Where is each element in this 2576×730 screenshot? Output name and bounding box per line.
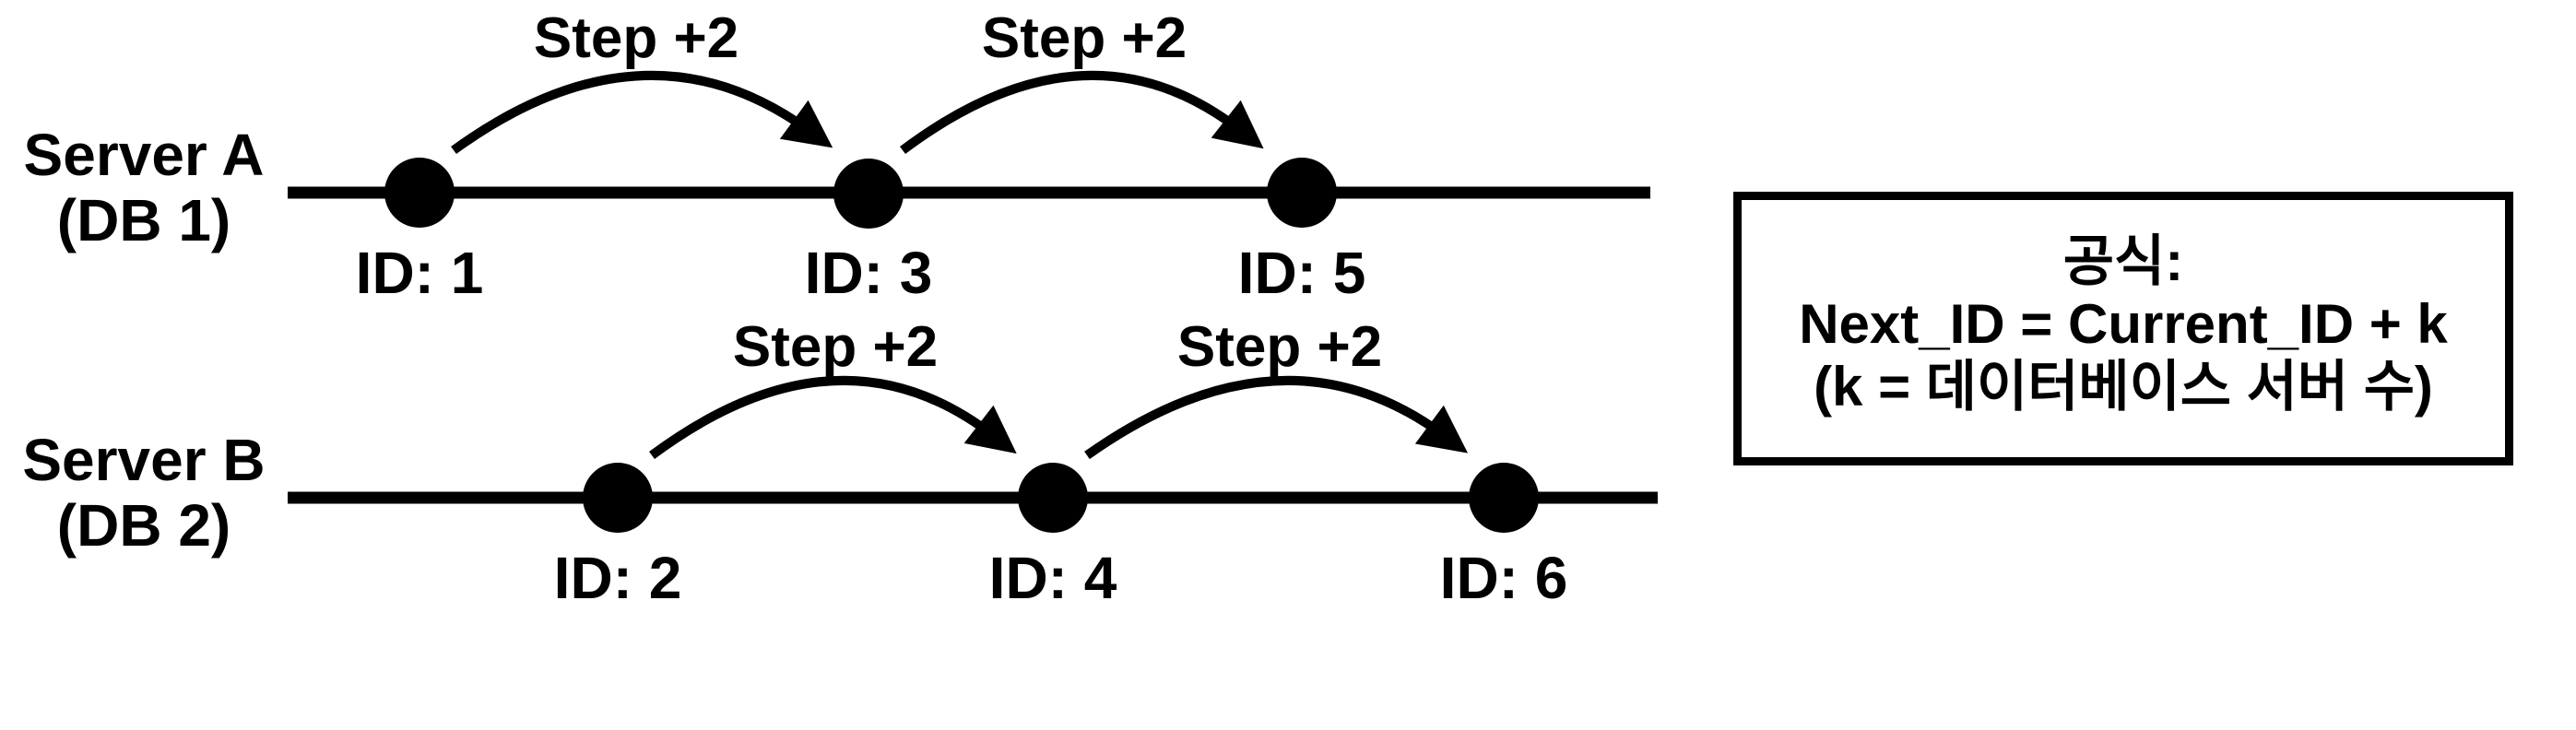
timeline-b-db: (DB 2) xyxy=(56,492,231,559)
timeline-b-name: Server B xyxy=(22,427,266,493)
formula-expression: Next_ID = Current_ID + k xyxy=(1799,292,2448,355)
step-label-a1: Step +2 xyxy=(533,6,739,70)
event-label-b3: ID: 6 xyxy=(1439,545,1568,611)
event-label-b1: ID: 2 xyxy=(553,545,682,611)
timeline-b-label: Server B (DB 2) xyxy=(0,428,291,559)
event-dot-a3 xyxy=(1267,158,1337,228)
event-label-b2: ID: 4 xyxy=(988,545,1117,611)
step-label-b2: Step +2 xyxy=(1176,315,1383,379)
event-label-a2: ID: 3 xyxy=(804,240,933,306)
formula-box: 공식: Next_ID = Current_ID + k (k = 데이터베이스… xyxy=(1733,192,2513,465)
timeline-a-label: Server A (DB 1) xyxy=(0,123,291,253)
event-label-a3: ID: 5 xyxy=(1237,240,1366,306)
formula-note: (k = 데이터베이스 서버 수) xyxy=(1814,355,2433,418)
step-arc-a2 xyxy=(899,70,1264,154)
step-arc-a1 xyxy=(451,70,833,155)
step-arc-b2 xyxy=(1084,375,1469,460)
event-dot-a1 xyxy=(384,158,455,228)
event-dot-b3 xyxy=(1469,463,1539,533)
event-dot-b1 xyxy=(583,463,653,533)
formula-title: 공식: xyxy=(2062,230,2184,292)
step-arc-b1 xyxy=(649,375,1017,460)
timeline-a-db: (DB 1) xyxy=(56,187,231,253)
event-label-a1: ID: 1 xyxy=(355,240,484,306)
event-dot-a2 xyxy=(833,159,904,229)
timeline-a-name: Server A xyxy=(23,122,265,188)
step-label-b1: Step +2 xyxy=(732,315,939,379)
event-dot-b2 xyxy=(1018,463,1088,533)
step-label-a2: Step +2 xyxy=(981,6,1188,70)
